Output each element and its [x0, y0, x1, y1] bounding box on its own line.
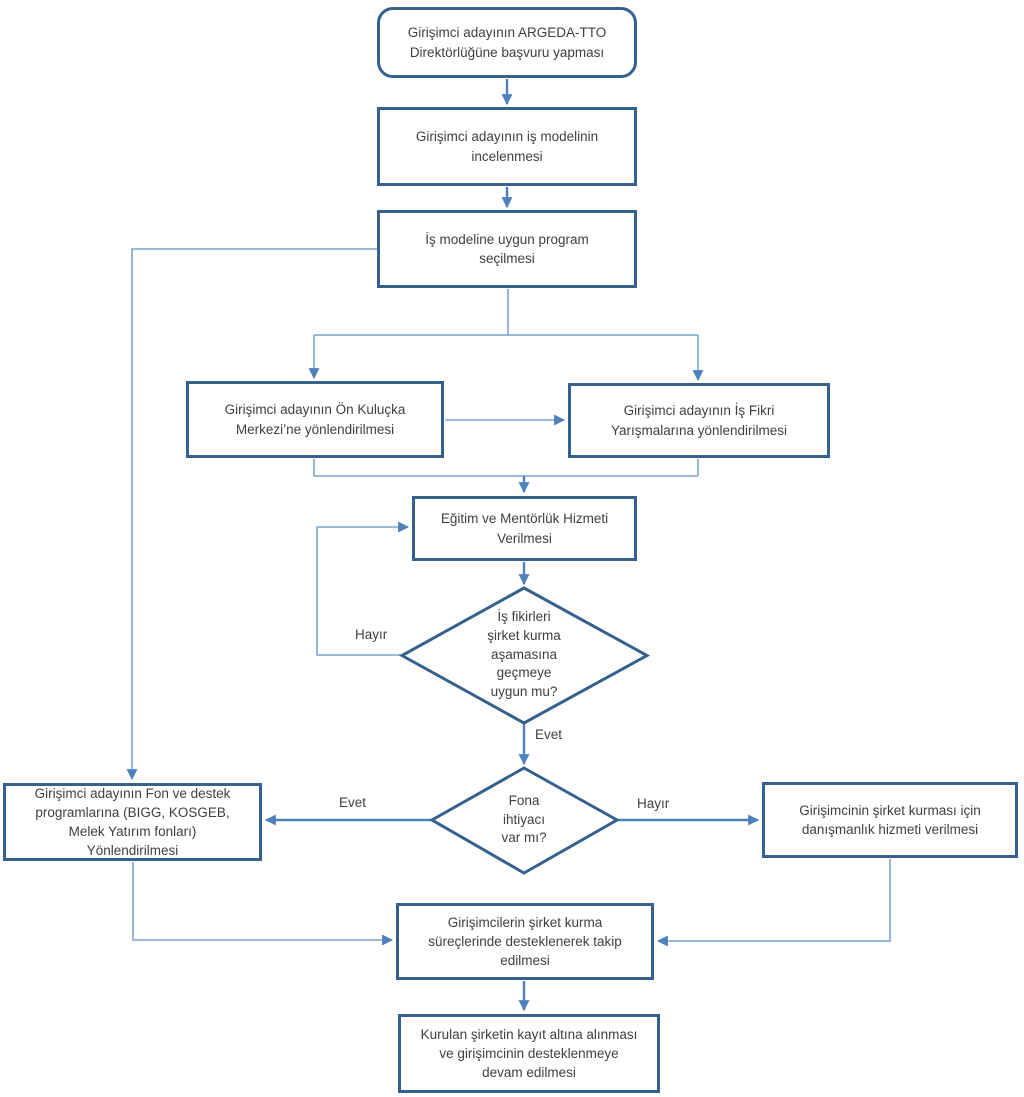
- edge-label-fund-yes: Evet: [339, 795, 367, 810]
- node-mentoring: Eğitim ve Mentörlük Hizmeti Verilmesi: [412, 496, 637, 561]
- node-followup: Girişimcilerin şirket kurma süreçlerinde…: [396, 903, 654, 980]
- edge-ready-no-feedback: [316, 521, 410, 656]
- node-program: İş modeline uygun program seçilmesi: [377, 210, 637, 288]
- node-decision-fund-label: Fona ihtiyacı var mı?: [501, 792, 547, 846]
- decision-ready-diamond: [398, 586, 651, 725]
- decision-fund-diamond: [428, 766, 621, 875]
- edge-funding-followup: [132, 862, 394, 946]
- node-consulting: Girişimcinin şirket kurması için danışma…: [762, 782, 1018, 858]
- edge-consulting-followup: [656, 859, 891, 947]
- edge-label-fund-no: Hayır: [637, 796, 670, 811]
- node-review: Girişimci adayının iş modelinin incelenm…: [377, 107, 637, 186]
- node-decision-ready-label: İş fikirleri şirket kurma aşamasına geçm…: [487, 608, 561, 700]
- node-funding: Girişimci adayının Fon ve destek program…: [3, 783, 262, 861]
- node-registration: Kurulan şirketin kayıt altına alınması v…: [398, 1014, 660, 1093]
- edge-program-funding: [126, 248, 377, 781]
- node-competition: Girişimci adayının İş Fikri Yarışmaların…: [568, 383, 830, 458]
- node-incubation: Girişimci adayının Ön Kuluçka Merkezi’ne…: [186, 381, 444, 458]
- edge-label-ready-yes: Evet: [535, 727, 563, 742]
- edge-label-ready-no: Hayır: [355, 627, 388, 642]
- node-start: Girişimci adayının ARGEDA-TTO Direktörlü…: [377, 7, 637, 78]
